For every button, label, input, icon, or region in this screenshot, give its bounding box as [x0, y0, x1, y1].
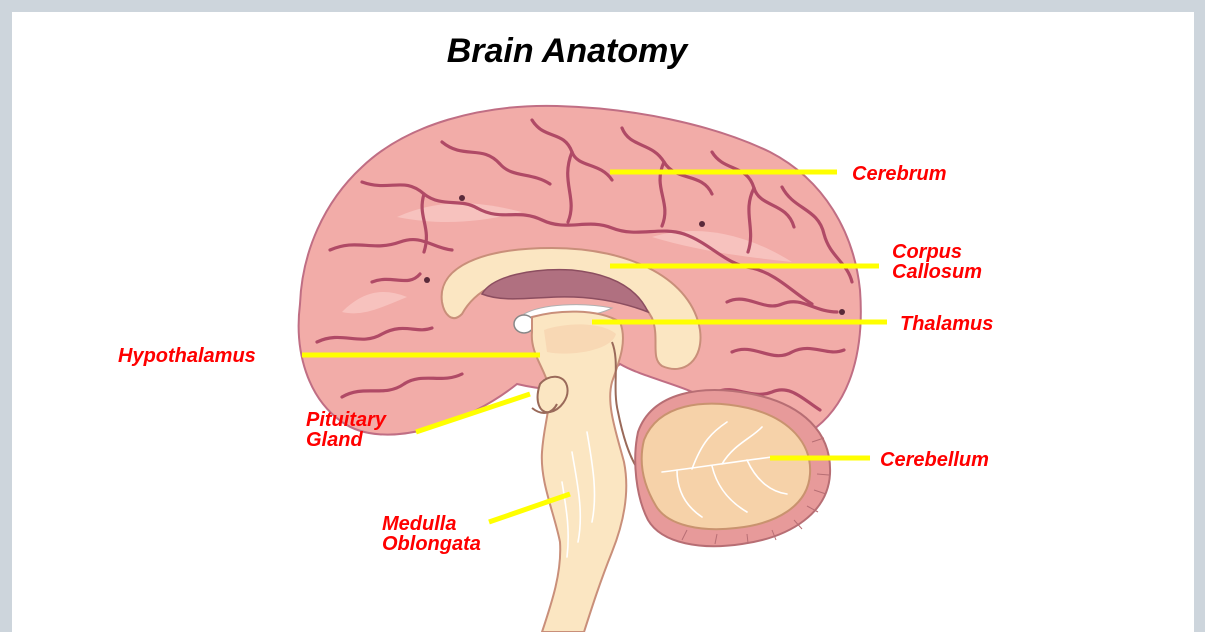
cerebellum-shape	[635, 390, 830, 546]
label-cerebellum: Cerebellum	[880, 449, 989, 471]
label-cerebrum: Cerebrum	[852, 163, 946, 185]
diagram-title: Brain Anatomy	[447, 32, 690, 70]
diagram-canvas: Brain Anatomy	[12, 12, 1194, 632]
label-thalamus: Thalamus	[900, 313, 993, 335]
label-corpus-callosum: Corpus Callosum	[892, 241, 982, 283]
brain-anatomy-diagram: Brain Anatomy	[12, 12, 1194, 632]
label-medulla-oblongata: Medulla Oblongata	[382, 513, 481, 555]
label-hypothalamus: Hypothalamus	[118, 345, 256, 367]
label-pituitary-gland: Pituitary Gland	[306, 409, 392, 451]
